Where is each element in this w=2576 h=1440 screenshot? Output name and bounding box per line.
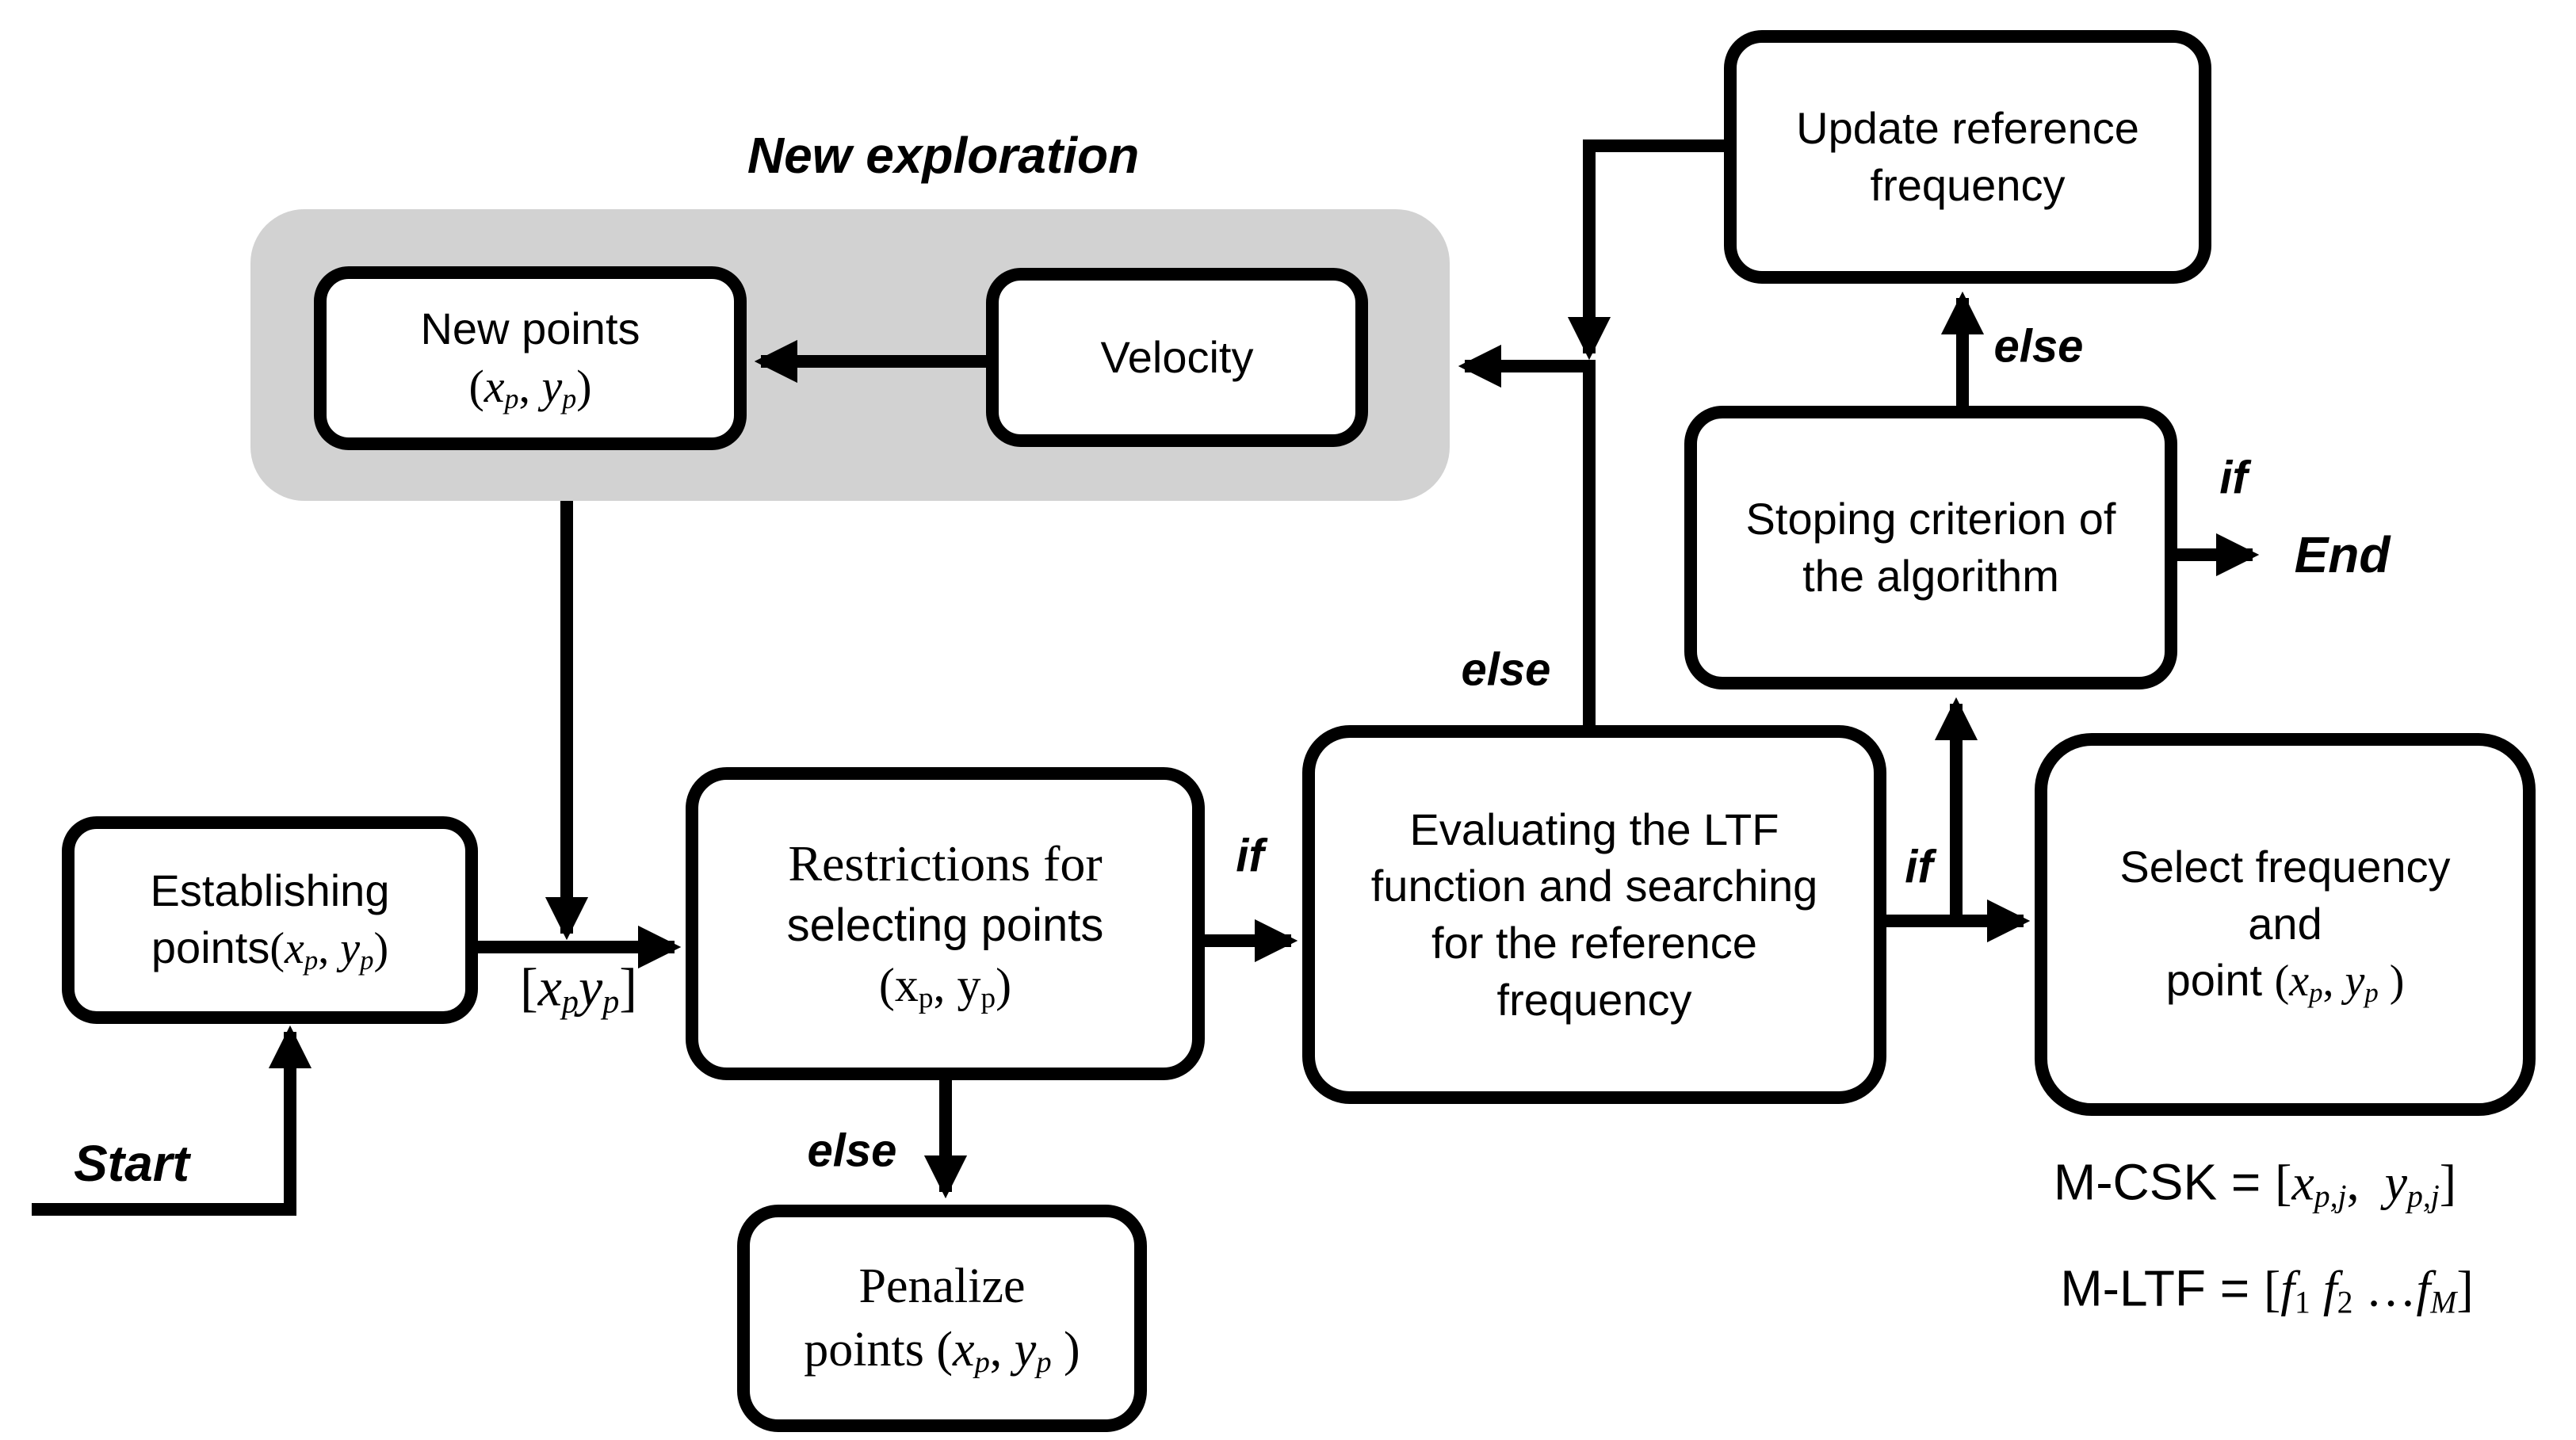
node-math: points (xp, yp ) xyxy=(804,1322,1080,1379)
node-math: (xp, yp) xyxy=(468,360,592,414)
node-math: points(xp, yp) xyxy=(151,922,389,976)
node-new-points: New points (xp, yp) xyxy=(314,266,747,450)
node-label: Velocity xyxy=(1100,332,1254,383)
node-label: Stoping criterion of the algorithm xyxy=(1745,494,2116,601)
node-label: and xyxy=(2248,898,2322,949)
if-label-evaluating: if xyxy=(1905,841,1933,893)
m-csk-equation: M-CSK = [xp,j, yp,j] xyxy=(2053,1153,2457,1214)
node-label: Update reference frequency xyxy=(1796,103,2139,210)
group-title: New exploration xyxy=(747,127,1140,184)
end-label: End xyxy=(2294,526,2391,583)
node-select-frequency-point: Select frequency and point (xp, yp ) xyxy=(2035,733,2536,1116)
else-label-restrictions: else xyxy=(807,1125,897,1177)
else-label-junction: else xyxy=(1461,644,1551,696)
node-label: Evaluating the LTF function and searchin… xyxy=(1370,804,1818,1025)
node-evaluating-ltf: Evaluating the LTF function and searchin… xyxy=(1302,725,1886,1104)
node-stoping-criterion: Stoping criterion of the algorithm xyxy=(1684,406,2177,689)
m-ltf-equation: M-LTF = [f1 f2 …fM] xyxy=(2060,1259,2474,1320)
node-label: selecting points xyxy=(786,899,1104,951)
arrow-update-to-junction xyxy=(1567,139,1729,361)
node-penalize-points: Penalize points (xp, yp ) xyxy=(737,1205,1147,1432)
node-math: (xp, yp) xyxy=(878,959,1012,1015)
if-label-restrictions: if xyxy=(1236,830,1264,882)
else-label-stoping: else xyxy=(1993,320,2084,372)
xp-yp-bracket-label: [xpyp] xyxy=(520,957,637,1021)
node-update-reference-frequency: Update reference frequency xyxy=(1724,30,2211,284)
if-label-stoping: if xyxy=(2219,452,2248,504)
node-restrictions-selecting-points: Restrictions for selecting points (xp, y… xyxy=(686,767,1205,1080)
node-label: Establishing xyxy=(150,865,390,916)
arrow-start-to-establishing xyxy=(32,1025,312,1216)
node-label: New points xyxy=(420,304,640,354)
node-label: Select frequency xyxy=(2119,841,2451,892)
node-velocity: Velocity xyxy=(986,268,1368,447)
start-label: Start xyxy=(74,1135,189,1192)
node-label: Penalize xyxy=(858,1259,1026,1314)
node-math: point (xp, yp ) xyxy=(2165,955,2405,1008)
node-establishing-points: Establishing points(xp, yp) xyxy=(62,816,478,1024)
node-label: Restrictions for xyxy=(788,835,1103,892)
